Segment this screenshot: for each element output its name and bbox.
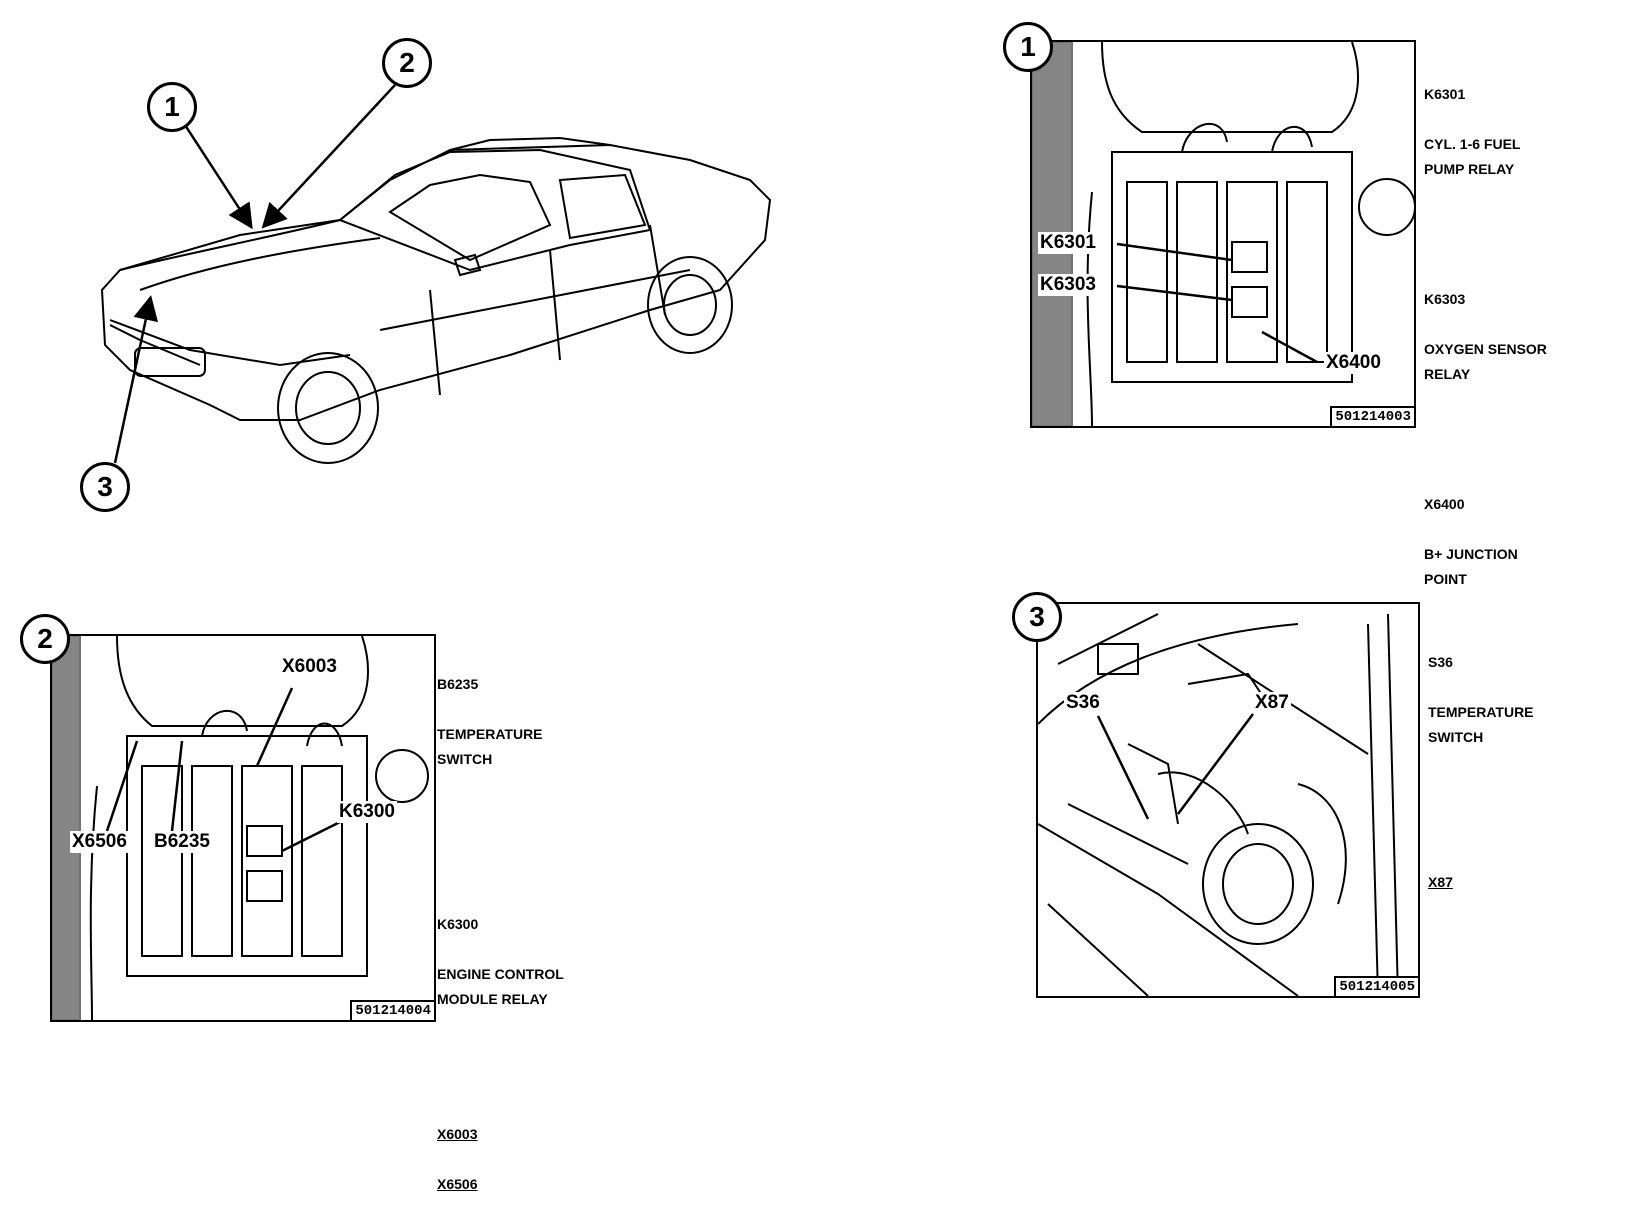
legend-link-x6506[interactable]: X6506 <box>437 1176 478 1192</box>
callout-1: 1 <box>147 82 197 132</box>
label-x87: X87 <box>1253 692 1291 714</box>
legend-link-x6003[interactable]: X6003 <box>437 1126 478 1142</box>
detail-panel-1: K6301 K6303 X6400 501214003 <box>1030 40 1416 428</box>
detail-panel-3: S36 X87 501214005 <box>1036 602 1420 998</box>
panel-callout-3: 3 <box>1012 592 1062 642</box>
legend-link-x87[interactable]: X87 <box>1428 874 1453 890</box>
legend-item-s36: S36 TEMPERATURE SWITCH <box>1428 654 1534 745</box>
part-number-1: 501214003 <box>1330 406 1414 426</box>
label-x6003: X6003 <box>280 656 339 678</box>
legend-panel-2: B6235 TEMPERATURE SWITCH K6300 ENGINE CO… <box>437 622 617 1222</box>
legend-item-k6303: K6303 OXYGEN SENSOR RELAY <box>1424 291 1547 382</box>
legend-item-k6301: K6301 CYL. 1-6 FUEL PUMP RELAY <box>1424 86 1521 177</box>
label-k6303: K6303 <box>1038 274 1098 296</box>
legend-panel-3: S36 TEMPERATURE SWITCH X87 <box>1428 600 1628 920</box>
legend-item-x6400: X6400 B+ JUNCTION POINT <box>1424 496 1518 587</box>
label-b6235: B6235 <box>152 831 212 853</box>
detail-panel-2: X6003 K6300 X6506 B6235 501214004 <box>50 634 436 1022</box>
callout-3: 3 <box>80 462 130 512</box>
part-number-3: 501214005 <box>1334 976 1418 996</box>
legend-panel-1: K6301 CYL. 1-6 FUEL PUMP RELAY K6303 OXY… <box>1424 32 1629 642</box>
label-s36: S36 <box>1064 692 1102 714</box>
car-illustration <box>100 136 772 464</box>
legend-item-b6235: B6235 TEMPERATURE SWITCH <box>437 676 543 767</box>
engine-bay-drawing-3 <box>1038 613 1399 996</box>
callout-2: 2 <box>382 38 432 88</box>
part-number-2: 501214004 <box>350 1000 434 1020</box>
relay-box-drawing-2 <box>52 636 429 1020</box>
label-x6400: X6400 <box>1324 352 1383 374</box>
label-k6301: K6301 <box>1038 232 1098 254</box>
legend-item-k6300: K6300 ENGINE CONTROL MODULE RELAY <box>437 916 564 1007</box>
panel-callout-1: 1 <box>1003 22 1053 72</box>
car-callout-leaders <box>113 84 396 464</box>
label-x6506: X6506 <box>70 831 129 853</box>
label-k6300: K6300 <box>337 801 397 823</box>
panel-callout-2: 2 <box>20 614 70 664</box>
